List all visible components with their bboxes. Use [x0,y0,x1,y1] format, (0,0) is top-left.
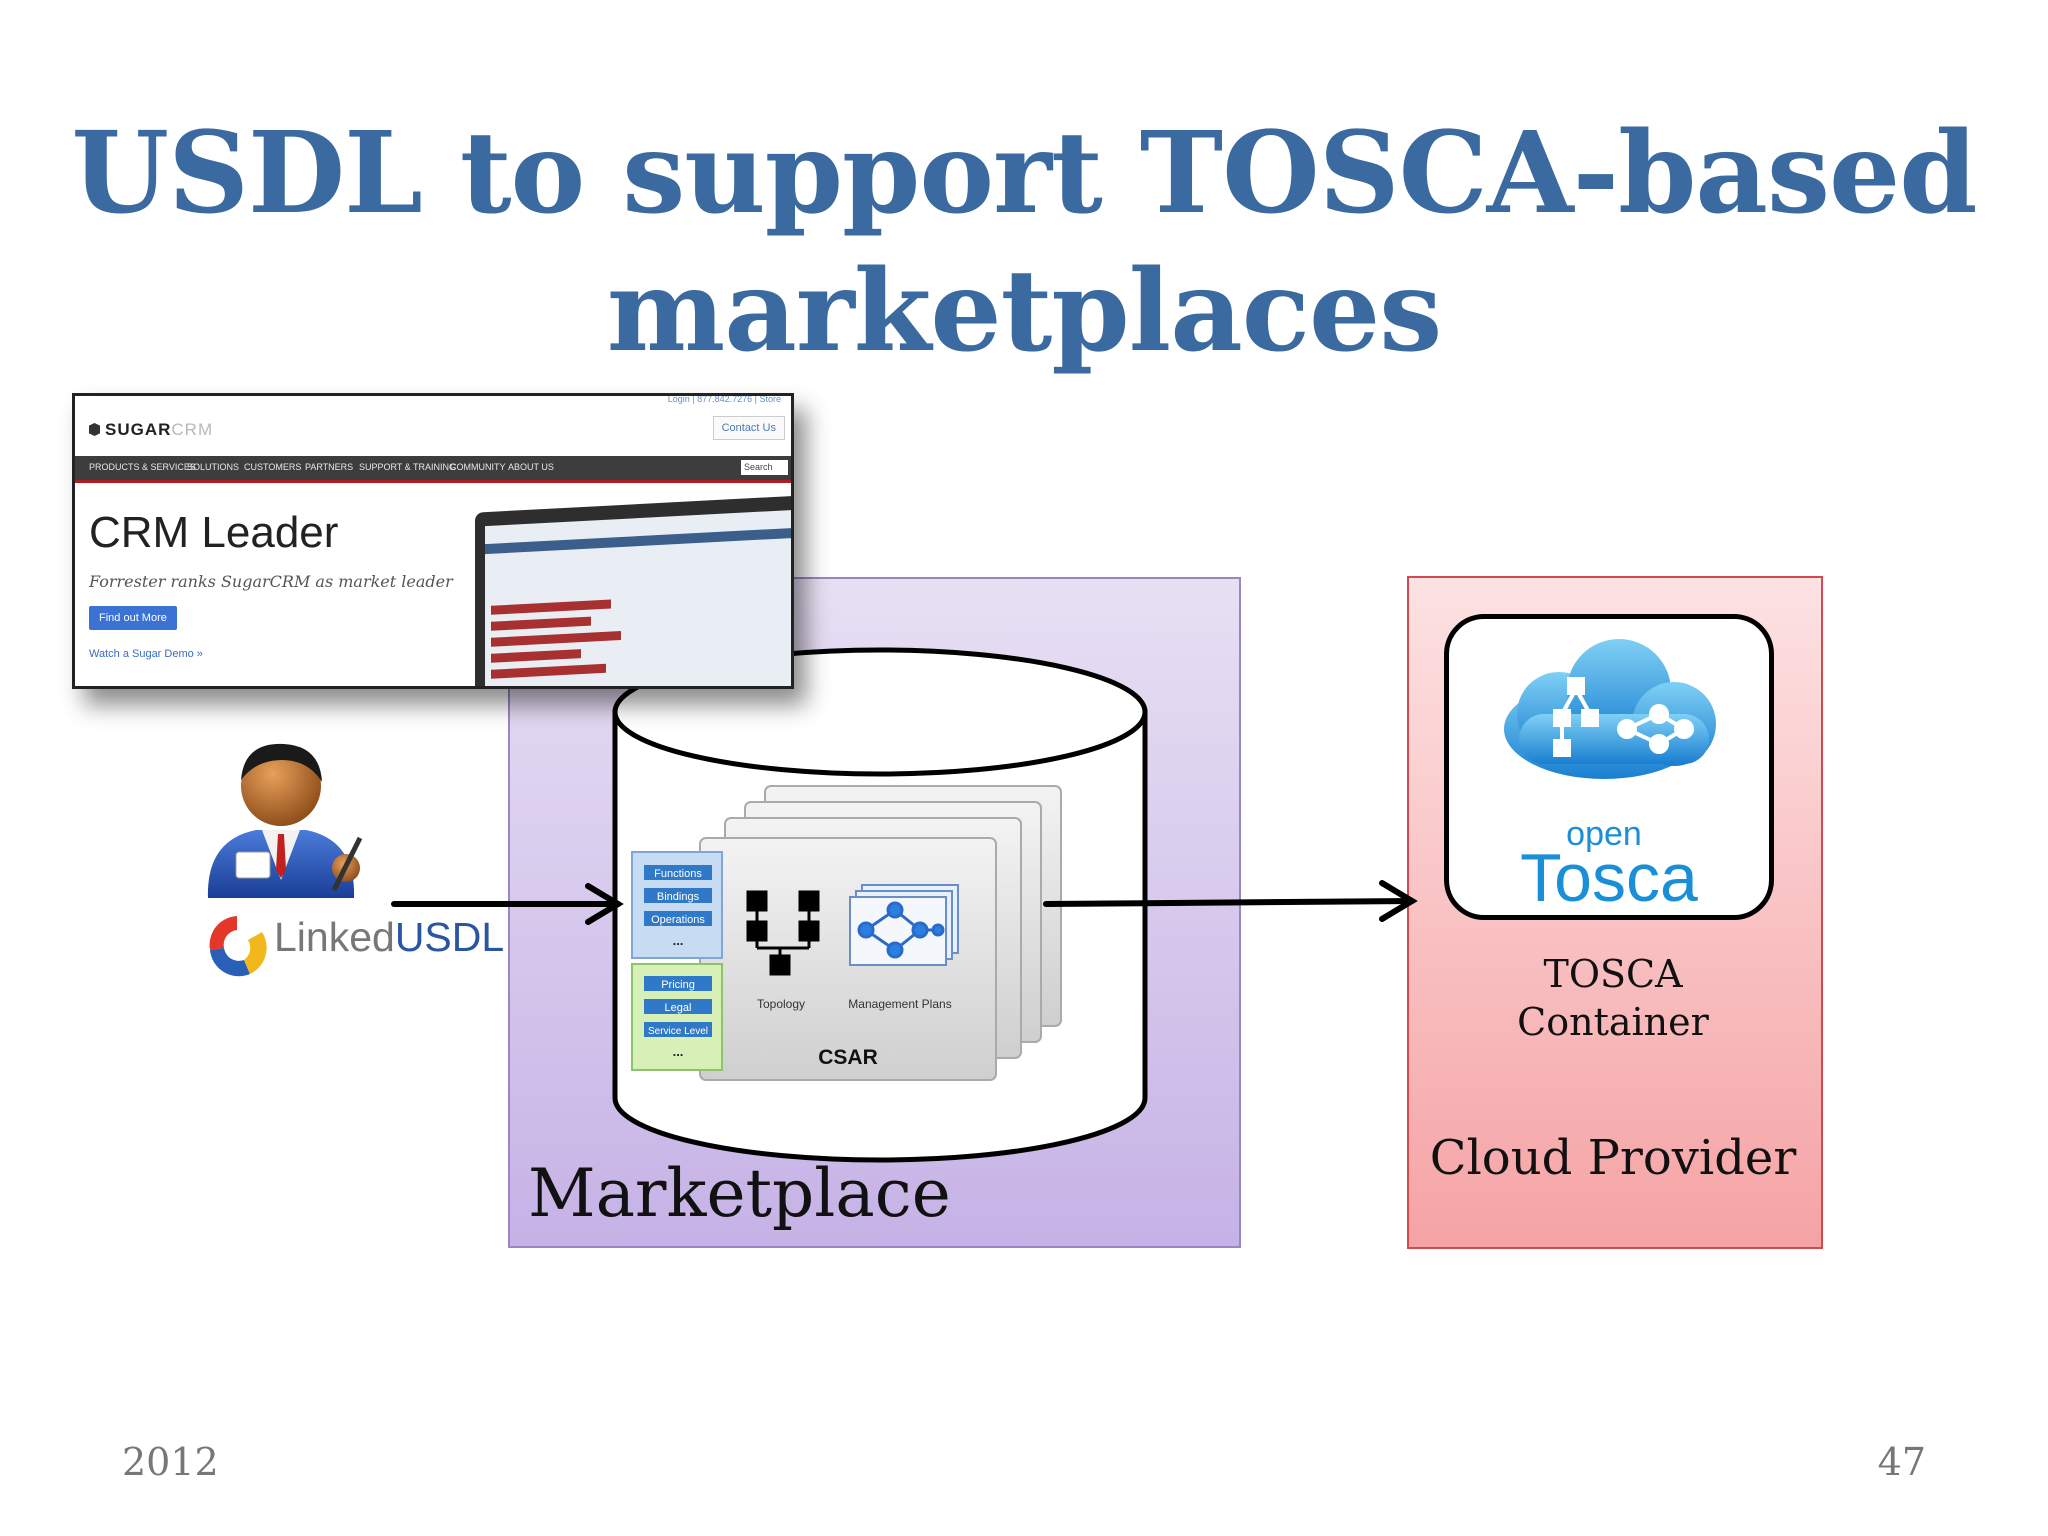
screen-row [491,630,621,647]
linked-usdl-text: LinkedUSDL [274,914,504,961]
tosca-container-line-1: TOSCA [1543,952,1683,996]
nav-item: PARTNERS [305,462,354,472]
usdl-text: USDL [394,914,505,960]
title-line-2: marketplaces [606,246,1443,377]
crm-search-box: Search [741,460,788,475]
crm-navbar: PRODUCTS & SERVICES SOLUTIONS CUSTOMERS … [75,456,791,483]
tosca-container-label: TOSCA Container [1407,950,1819,1046]
logo-sugar: SUGAR [105,420,172,439]
screen-header-bar [485,527,791,555]
tosca-container-line-2: Container [1517,1000,1709,1044]
logo-tosca-text: Tosca [1520,840,1698,915]
screen-row [491,616,591,631]
linked-usdl-logo: LinkedUSDL [202,910,504,982]
opentosca-logo: open Tosca [1504,639,1716,916]
linked-text: Linked [274,914,395,960]
crm-headline: CRM Leader [89,508,339,557]
business-user-icon [196,730,366,900]
cloud-provider-label: Cloud Provider [1429,1130,1797,1186]
nav-item: PRODUCTS & SERVICES [89,462,196,472]
laptop-image [475,495,791,686]
find-out-more-button: Find out More [89,606,177,630]
page-number: 47 [1877,1440,1926,1484]
marketplace-label: Marketplace [528,1155,951,1232]
contact-us-button: Contact Us [712,416,785,440]
sugarcrm-logo: SUGARCRM [89,420,213,440]
logo-crm: CRM [171,420,214,439]
laptop-screen [485,509,791,686]
screen-row [491,649,581,663]
slide-title: USDL to support TOSCA-based marketplaces [0,105,2048,381]
cloud-icon [1504,639,1716,779]
linked-usdl-swirl-icon [209,916,267,977]
sugarcrm-cube-icon [89,423,100,436]
title-line-1: USDL to support TOSCA-based [71,108,1977,239]
crm-subheadline: Forrester ranks SugarCRM as market leade… [89,572,453,591]
nav-item: ABOUT US [508,462,554,472]
footer-year: 2012 [122,1440,219,1484]
opentosca-logo-box: open Tosca [1444,614,1774,920]
nav-item: SUPPORT & TRAINING [359,462,457,472]
screen-row [491,663,606,679]
nav-item: COMMUNITY [450,462,506,472]
nav-item: SOLUTIONS [187,462,240,472]
sugarcrm-screenshot: Login | 877.842.7276 | Store SUGARCRM Co… [72,393,794,689]
crm-top-links: Login | 877.842.7276 | Store [667,394,781,404]
logo-open-text: open [1566,815,1642,853]
watch-demo-link: Watch a Sugar Demo » [89,648,203,660]
nav-item: CUSTOMERS [244,462,302,472]
topology-glyph-icon [1553,677,1694,757]
screen-row [491,599,611,615]
